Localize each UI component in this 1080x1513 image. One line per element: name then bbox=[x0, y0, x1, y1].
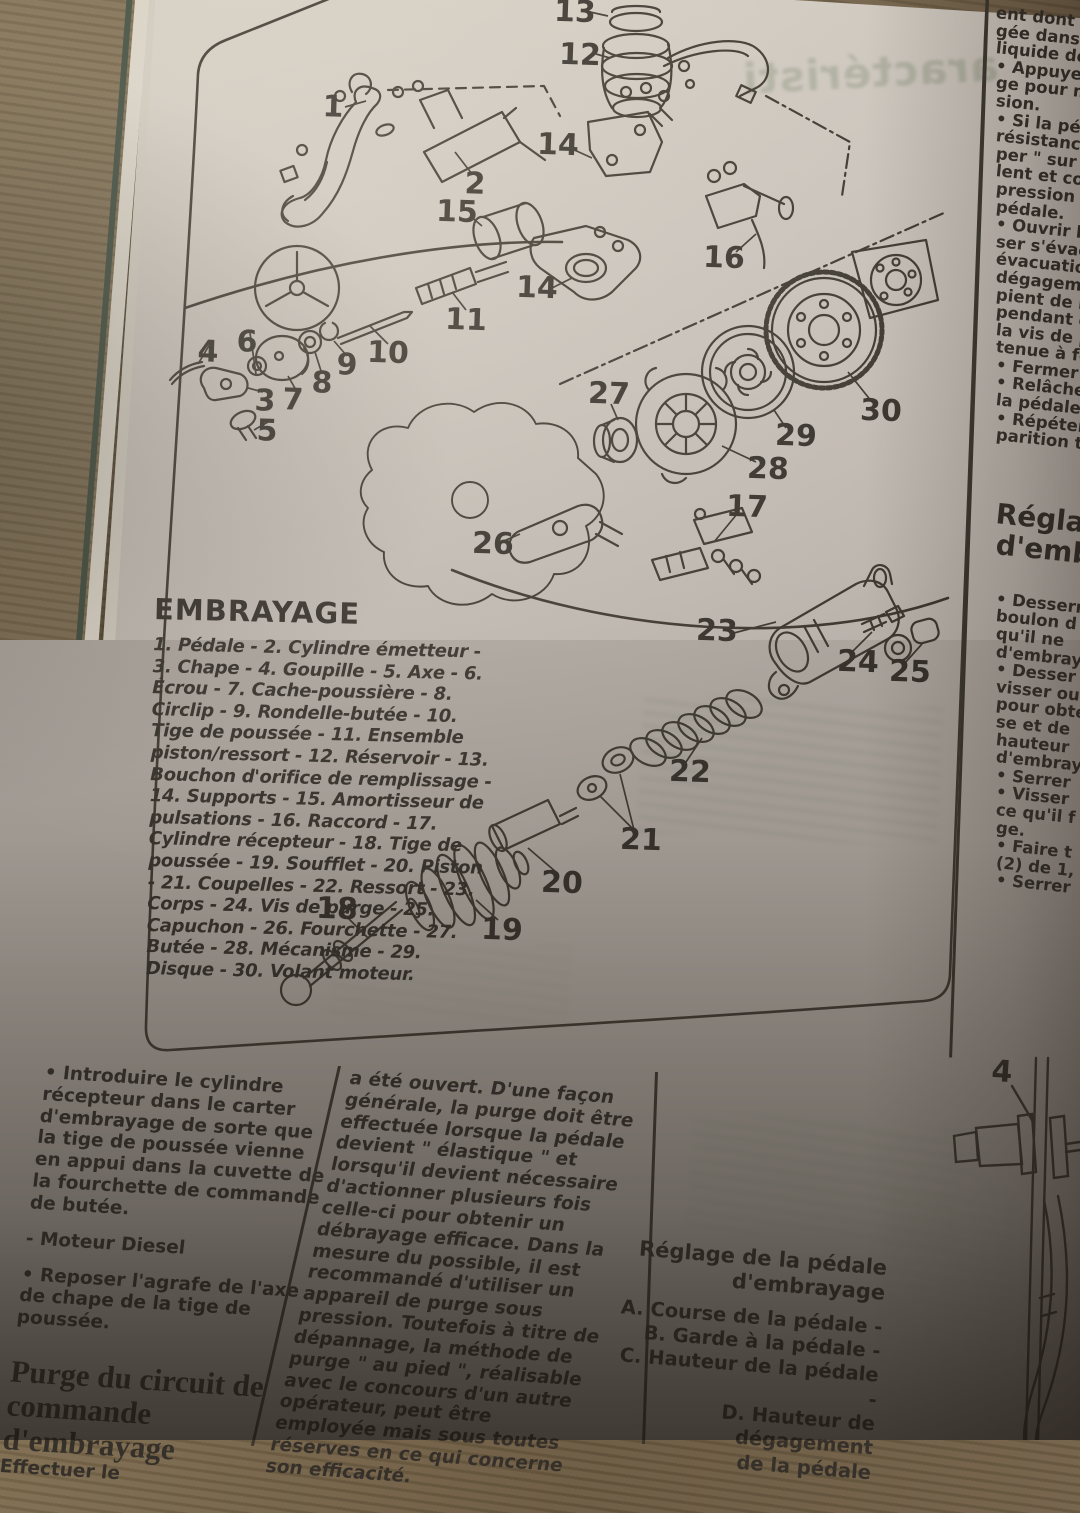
subheading: - Moteur Diesel bbox=[24, 1227, 187, 1259]
callout-11: 11 bbox=[444, 301, 488, 339]
reservoir-artwork bbox=[600, 4, 696, 128]
clutch-disc-artwork bbox=[700, 324, 796, 420]
legend-title: EMBRAYAGE bbox=[153, 592, 361, 631]
figure-legend: EMBRAYAGE 1. Pédale - 2. Cylindre émette… bbox=[146, 592, 500, 987]
callout-8: 8 bbox=[310, 365, 334, 401]
right-column-top-lines: ent dont l'exgée dans unliquide de fre• … bbox=[995, 3, 1080, 455]
hose-artwork bbox=[666, 40, 770, 98]
callout-25: 25 bbox=[888, 653, 932, 691]
text-line: d'emb bbox=[994, 527, 1080, 571]
callout-17: 17 bbox=[725, 488, 769, 526]
callout-16: 16 bbox=[702, 239, 746, 277]
callout-30: 30 bbox=[859, 392, 903, 430]
release-bearing-artwork bbox=[592, 416, 639, 464]
cap-artwork bbox=[910, 617, 940, 645]
callout-20: 20 bbox=[540, 864, 584, 902]
callout-15: 15 bbox=[435, 193, 479, 231]
callout-7: 7 bbox=[281, 382, 305, 418]
piston-artwork bbox=[488, 798, 580, 853]
callout-24: 24 bbox=[836, 643, 880, 681]
callout-4: 4 bbox=[196, 334, 220, 370]
callout-26: 26 bbox=[471, 525, 515, 563]
callout-12: 12 bbox=[558, 36, 602, 74]
callout-14: 14 bbox=[515, 269, 559, 307]
callout-19: 19 bbox=[480, 911, 524, 949]
callout-27: 27 bbox=[587, 375, 631, 413]
caption-items: A. Course de la pédale -B. Garde à la pé… bbox=[603, 1294, 883, 1485]
callout-18: 18 bbox=[315, 890, 359, 928]
pedal-figure-callout: 4 bbox=[990, 1053, 1014, 1091]
callout-6: 6 bbox=[235, 324, 259, 360]
callout-29: 29 bbox=[774, 417, 818, 455]
callout-23: 23 bbox=[695, 612, 739, 650]
right-column: ent dont l'exgée dans unliquide de fre• … bbox=[994, 3, 1080, 897]
cup-artwork bbox=[601, 746, 635, 774]
callout-9: 9 bbox=[335, 347, 359, 383]
pressure-plate-artwork bbox=[634, 366, 738, 484]
pedal-adjustment-artwork bbox=[952, 1056, 1080, 1440]
callout-14: 14 bbox=[536, 126, 580, 164]
piston-assembly-artwork bbox=[414, 260, 510, 306]
paragraph: • Introduire le cylindre récepteur dans … bbox=[28, 1062, 326, 1220]
callout-1: 1 bbox=[321, 89, 345, 125]
cup-artwork bbox=[576, 775, 608, 801]
gearbox-housing-artwork bbox=[359, 402, 605, 606]
damper-artwork bbox=[472, 201, 545, 261]
callout-10: 10 bbox=[366, 334, 410, 372]
callout-5: 5 bbox=[255, 413, 279, 449]
bracket-upper-artwork bbox=[586, 110, 664, 178]
flywheel-artwork bbox=[763, 269, 885, 391]
callout-28: 28 bbox=[746, 450, 790, 488]
callout-13: 13 bbox=[553, 0, 597, 31]
backplate-artwork bbox=[850, 238, 940, 320]
caption-block: Réglage de la pédale d'embrayage A. Cour… bbox=[603, 1235, 888, 1485]
callout-21: 21 bbox=[619, 821, 663, 859]
legend-text: 1. Pédale - 2. Cylindre émetteur - 3. Ch… bbox=[145, 634, 492, 986]
callout-22: 22 bbox=[668, 753, 712, 791]
paragraph: • Reposer l'agrafe de l'axe de chape de … bbox=[15, 1263, 301, 1334]
